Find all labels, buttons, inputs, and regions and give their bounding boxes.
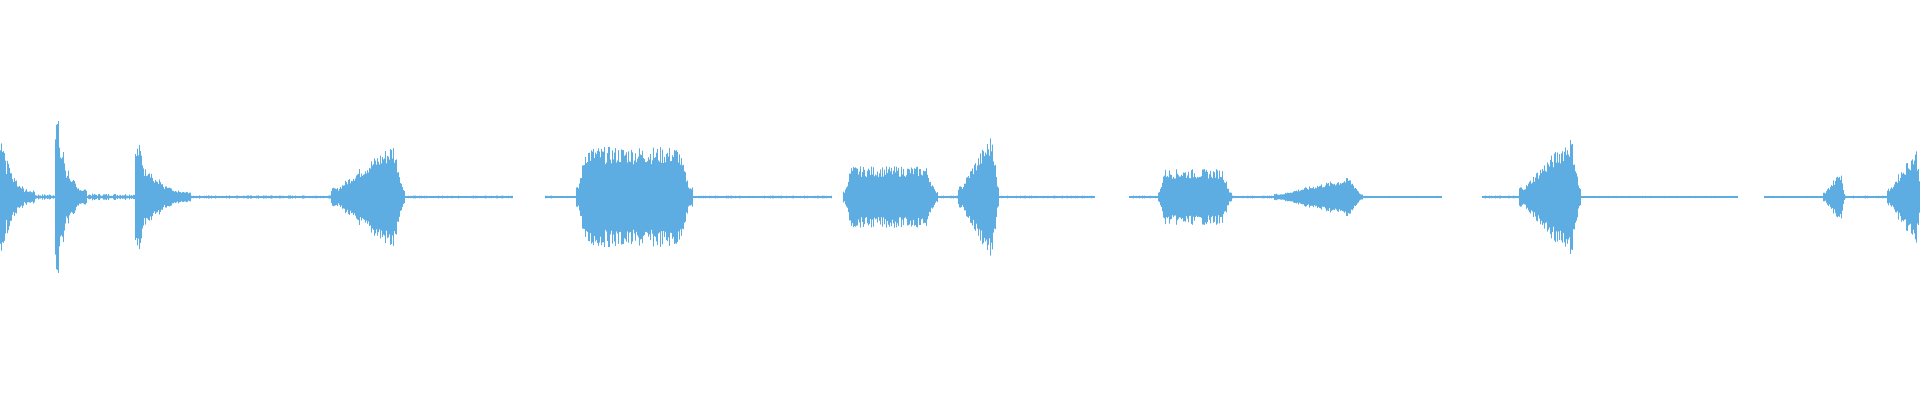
waveform-silence [692,195,832,199]
waveform-burst [55,121,87,273]
waveform-burst [1274,177,1363,217]
waveform-silence [34,194,56,200]
waveform-burst [0,143,35,251]
waveform-silence [937,195,959,199]
waveform-silence [1129,195,1159,199]
waveform-burst [576,146,693,248]
waveform-burst [958,138,999,256]
waveform-silence [1844,195,1888,199]
waveform-burst [1519,140,1581,254]
waveform-silence [998,195,1095,199]
waveform-burst [843,166,938,228]
waveform-silence [545,195,577,199]
waveform-silence [1362,195,1442,199]
waveform-silence [404,195,513,199]
waveform-silence [86,193,136,201]
waveform-burst [1887,151,1920,243]
waveform-burst [1823,175,1845,219]
waveform-silence [190,195,332,199]
waveform-silence [1482,195,1520,199]
waveform-silence [1231,195,1275,199]
waveform-burst [135,144,191,250]
waveform-burst [331,148,405,246]
waveform-silence [1764,195,1824,199]
waveform-burst [1158,169,1232,225]
waveform-silence [1580,195,1738,199]
